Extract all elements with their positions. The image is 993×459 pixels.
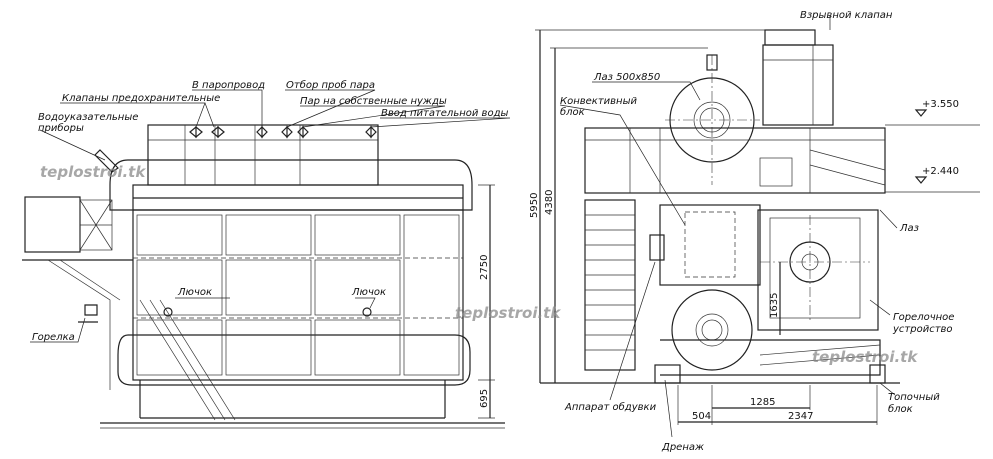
label-water-indicators-line2: приборы — [38, 122, 84, 134]
explosion-valve-box — [762, 44, 834, 126]
lower-drum-front — [671, 289, 753, 371]
label-hatch-left: Лючок — [177, 287, 212, 298]
label-burner-device-line1: Горелочное — [893, 312, 954, 323]
label-valves-safety: Клапаны предохранительные — [62, 93, 220, 104]
label-burner-device: Горелочное устройство — [892, 312, 958, 335]
manhole-top — [759, 157, 793, 187]
label-to-steam-line: В паропровод — [192, 80, 265, 91]
water-gauge-symbol — [94, 149, 119, 173]
top-structure — [147, 124, 379, 186]
boiler-casing — [132, 184, 464, 381]
level-lower: +2.440 — [922, 166, 959, 177]
label-burner: Горелка — [32, 332, 75, 343]
level-upper: +3.550 — [922, 99, 959, 110]
convective-block — [659, 204, 761, 286]
label-hatch-right: Лючок — [351, 287, 386, 298]
hatch-left-symbol — [163, 307, 173, 317]
level-marker-upper — [914, 109, 928, 117]
stairs — [584, 199, 636, 371]
hatch-right-symbol — [362, 307, 372, 317]
dim-burner-height: 1635 — [769, 293, 780, 318]
label-furnace-block: Топочный блок — [888, 392, 943, 415]
lower-drum-outline — [117, 334, 471, 386]
furnace-block — [757, 209, 879, 331]
label-water-indicators-line1: Водоуказательные — [38, 112, 138, 123]
dim-height-base: 695 — [479, 389, 490, 408]
watermark-1: teplostroi.tk — [40, 163, 146, 181]
label-blower: Аппарат обдувки — [564, 401, 657, 413]
label-manhole-size: Лаз 500х850 — [593, 72, 660, 83]
label-feed-water-inlet: Ввод питательной воды — [381, 108, 508, 119]
dim-504: 504 — [692, 411, 711, 422]
burner-nozzle — [78, 304, 98, 323]
label-furnace-block-line2: блок — [888, 403, 913, 415]
label-burner-device-line2: устройство — [892, 324, 953, 335]
label-drainage: Дренаж — [661, 442, 704, 453]
label-convective-line2: блок — [560, 106, 585, 118]
label-convective-block: Конвективный блок — [560, 96, 640, 118]
top-valves — [189, 125, 377, 139]
dim-1285: 1285 — [750, 397, 775, 408]
dim-height-2: 4380 — [544, 190, 555, 215]
dim-height-body: 2750 — [479, 255, 490, 280]
label-explosion-valve: Взрывной клапан — [800, 10, 893, 21]
right-view — [535, 15, 980, 438]
level-marker-lower — [914, 176, 928, 184]
dim-total-height: 5950 — [529, 193, 540, 218]
label-furnace-block-line1: Топочный — [888, 392, 940, 403]
label-steam-sampling: Отбор проб пара — [286, 79, 375, 91]
casing-panels — [133, 214, 463, 376]
watermark-2: teplostroi.tk — [455, 304, 561, 322]
dim-2347: 2347 — [788, 411, 813, 422]
burner-fan-box — [24, 196, 81, 253]
diagonal-support — [139, 299, 236, 421]
left-view — [22, 89, 511, 429]
label-own-needs-steam: Пар на собственные нужды — [300, 95, 447, 107]
label-manhole: Лаз — [899, 223, 919, 234]
blower-apparatus — [649, 234, 665, 261]
upper-drum-outline — [109, 159, 473, 211]
watermark-3: teplostroi.tk — [812, 348, 918, 366]
label-convective-line1: Конвективный — [560, 96, 637, 107]
label-water-indicators: Водоуказательные приборы — [38, 112, 142, 134]
service-platform — [584, 127, 886, 194]
